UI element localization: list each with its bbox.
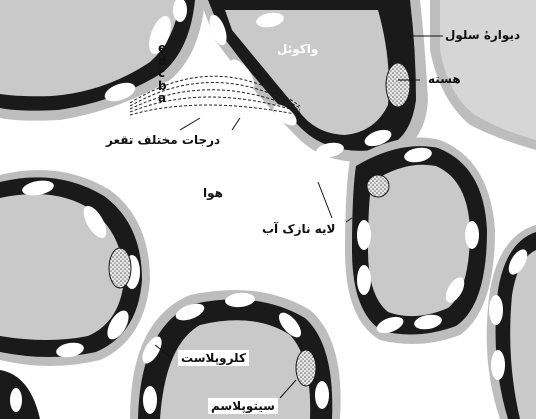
label-nucleus: هسته	[428, 72, 461, 86]
label-cytoplasm: سیتوپلاسم	[208, 398, 278, 414]
cell-left	[0, 170, 150, 366]
curvature-letter: a	[158, 92, 167, 105]
label-air: هوا	[203, 186, 223, 200]
label-cell-wall: دیوارهٔ سلول	[445, 28, 520, 42]
label-thin-water-layer: لایه نازک آب	[262, 222, 335, 236]
curvature-letter: e	[158, 42, 167, 55]
label-vacuole: واکوئل	[277, 42, 318, 56]
label-curvature-degrees: درجات مختلف تقعر	[106, 133, 220, 147]
curvature-letters: e d c b a	[158, 42, 167, 105]
cell-middle-right	[345, 138, 495, 345]
cell-bottom-left	[0, 370, 40, 419]
cell-top-middle	[200, 0, 428, 162]
curvature-letter: c	[158, 67, 167, 80]
cell-top-left	[0, 0, 205, 121]
label-chloroplast: کلروپلاست	[178, 350, 249, 366]
